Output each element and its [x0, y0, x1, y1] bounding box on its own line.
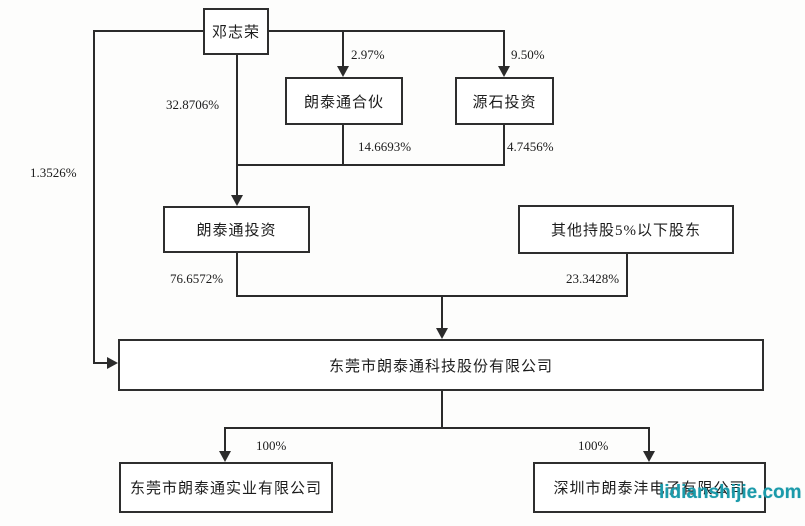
edge-into-main-left — [93, 362, 108, 364]
node-other-shareholders: 其他持股5%以下股东 — [518, 205, 734, 254]
edge-deng-right-horizontal — [268, 30, 505, 32]
node-subsidiary-shiye: 东莞市朗泰通实业有限公司 — [119, 462, 333, 513]
edge-merge-to-touzi-horizontal — [236, 164, 505, 166]
label-hehuo-to-touzi-pct: 14.6693% — [358, 139, 412, 154]
edge-yuanshi-bottom-vertical — [503, 124, 505, 166]
label-deng-to-yuanshi-pct: 9.50% — [511, 47, 545, 62]
arrowhead-into-yuanshi — [498, 66, 510, 77]
node-langtaitong-hehuo: 朗泰通合伙 — [285, 77, 403, 125]
edge-touzi-bottom-vertical — [236, 252, 238, 297]
label-main-to-sub-left-pct: 100% — [256, 438, 287, 453]
edge-into-hehuo — [342, 30, 344, 67]
watermark: lidianshijie.com — [659, 482, 802, 503]
edge-hehuo-bottom-vertical — [342, 124, 344, 166]
edge-main-bottom-vertical — [441, 390, 443, 429]
edge-into-touzi — [236, 164, 238, 196]
edge-into-main-top — [441, 295, 443, 329]
edge-split-horizontal — [224, 427, 650, 429]
node-subsidiary-dianzi: 深圳市朗泰沣电子有限公司 — [533, 462, 766, 513]
node-yuanshi-touzi: 源石投资 — [455, 77, 554, 125]
label-deng-to-main-pct: 1.3526% — [30, 165, 77, 180]
edge-deng-left-vertical — [93, 30, 95, 364]
label-deng-to-touzi-pct: 32.8706% — [166, 97, 220, 112]
arrowhead-into-hehuo — [337, 66, 349, 77]
label-main-to-sub-right-pct: 100% — [578, 438, 609, 453]
edge-into-sub-left — [224, 427, 226, 452]
node-main-company: 东莞市朗泰通科技股份有限公司 — [118, 339, 764, 391]
arrowhead-into-touzi — [231, 195, 243, 206]
edge-into-sub-right — [648, 427, 650, 452]
edge-deng-bottom-vertical — [236, 54, 238, 166]
arrowhead-into-main-left — [107, 357, 118, 369]
label-deng-to-hehuo-pct: 2.97% — [351, 47, 385, 62]
edge-into-yuanshi — [503, 30, 505, 67]
label-touzi-to-main-pct: 76.6572% — [170, 271, 224, 286]
arrowhead-into-sub-right — [643, 451, 655, 462]
arrowhead-into-sub-left — [219, 451, 231, 462]
edge-merge-to-main-horizontal — [236, 295, 628, 297]
arrowhead-into-main-top — [436, 328, 448, 339]
node-langtaitong-touzi: 朗泰通投资 — [163, 206, 310, 253]
label-yuanshi-to-touzi-pct: 4.7456% — [507, 139, 554, 154]
node-dengzhirong: 邓志荣 — [203, 8, 269, 55]
edge-deng-left-horizontal — [93, 30, 203, 32]
edge-others-bottom-vertical — [626, 253, 628, 297]
label-others-to-main-pct: 23.3428% — [566, 271, 620, 286]
